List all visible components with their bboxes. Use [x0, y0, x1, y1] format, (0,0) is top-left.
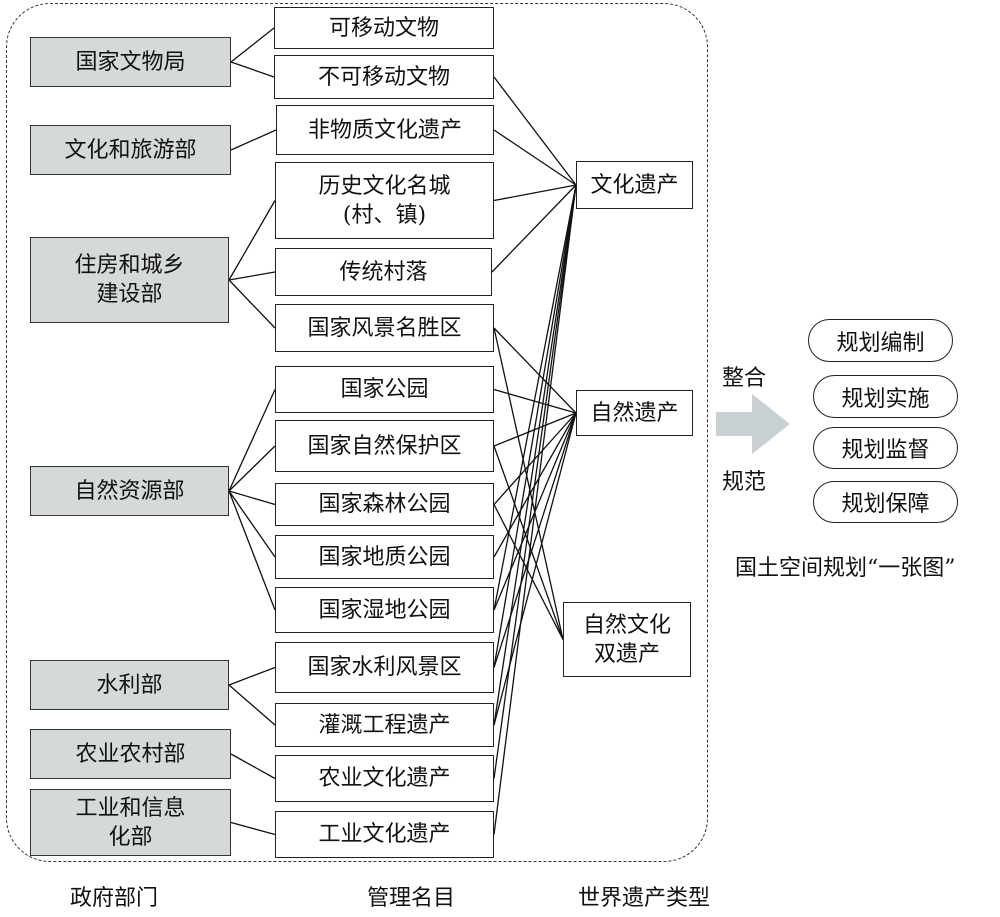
heritage-link-line — [493, 327, 577, 414]
department-link-line — [228, 490, 276, 558]
category-box: 不可移动文物 — [274, 55, 494, 99]
heritage-link-line — [493, 412, 577, 668]
heritage-link-line — [493, 76, 577, 186]
department-box: 工业和信息 化部 — [30, 789, 231, 856]
category-box: 国家风景名胜区 — [275, 304, 494, 352]
category-box: 非物质文化遗产 — [276, 105, 494, 155]
category-box: 国家公园 — [275, 366, 494, 413]
department-box: 文化和旅游部 — [30, 125, 231, 175]
dashed-frame — [6, 3, 708, 862]
department-link-line — [228, 490, 276, 611]
heritage-column-label: 世界遗产类型 — [578, 886, 711, 911]
department-link-line — [230, 129, 277, 151]
heritage-link-line — [493, 184, 577, 835]
heritage-link-line — [493, 184, 577, 611]
department-link-line — [230, 753, 276, 780]
department-box: 自然资源部 — [30, 466, 229, 516]
heritage-link-line — [493, 129, 577, 186]
planning-item: 规划实施 — [813, 375, 958, 418]
category-box: 可移动文物 — [274, 7, 494, 49]
heritage-link-line — [493, 327, 564, 640]
planning-item: 规划保障 — [813, 481, 958, 523]
category-box: 国家湿地公园 — [275, 587, 494, 633]
integration-arrow — [716, 394, 790, 454]
category-box: 历史文化名城 (村、镇) — [275, 162, 494, 239]
department-link-line — [228, 389, 276, 492]
department-link-line — [228, 490, 276, 506]
department-link-line — [228, 200, 276, 281]
department-link-line — [228, 445, 276, 492]
heritage-type-box: 自然遗产 — [576, 390, 693, 436]
category-box: 国家自然保护区 — [275, 420, 494, 472]
department-link-line — [228, 684, 276, 726]
category-box: 国家地质公园 — [275, 535, 494, 579]
categories-column-label: 管理名目 — [367, 886, 456, 911]
department-link-line — [230, 821, 276, 836]
category-box: 国家森林公园 — [275, 483, 494, 526]
heritage-link-line — [491, 184, 577, 273]
arrow-top-label: 整合 — [722, 366, 767, 391]
department-link-line — [230, 61, 275, 78]
category-box: 国家水利风景区 — [275, 642, 494, 693]
category-box: 农业文化遗产 — [275, 755, 494, 802]
heritage-type-box: 文化遗产 — [576, 161, 693, 209]
department-box: 农业农村部 — [30, 729, 231, 779]
heritage-link-line — [493, 184, 577, 726]
heritage-link-line — [493, 412, 577, 726]
arrow-bottom-label: 规范 — [722, 470, 767, 495]
department-box: 国家文物局 — [30, 37, 231, 87]
heritage-link-line — [493, 388, 577, 414]
heritage-link-line — [493, 504, 564, 640]
category-box: 工业文化遗产 — [275, 811, 494, 858]
planning-item: 规划监督 — [813, 427, 958, 469]
department-link-line — [228, 666, 276, 686]
heritage-type-box: 自然文化 双遗产 — [563, 602, 691, 677]
category-box: 灌溉工程遗产 — [275, 703, 494, 747]
departments-column-label: 政府部门 — [70, 886, 159, 911]
heritage-link-line — [493, 184, 577, 668]
department-link-line — [230, 27, 275, 63]
heritage-link-line — [493, 445, 564, 640]
department-link-line — [228, 271, 276, 281]
department-box: 水利部 — [30, 660, 229, 710]
planning-caption: 国土空间规划“一张图” — [735, 556, 956, 581]
department-box: 住房和城乡 建设部 — [30, 237, 229, 323]
department-link-line — [228, 279, 276, 329]
category-box: 传统村落 — [275, 248, 492, 296]
planning-item: 规划编制 — [808, 319, 953, 362]
heritage-link-line — [493, 184, 577, 779]
heritage-link-line — [493, 184, 577, 202]
